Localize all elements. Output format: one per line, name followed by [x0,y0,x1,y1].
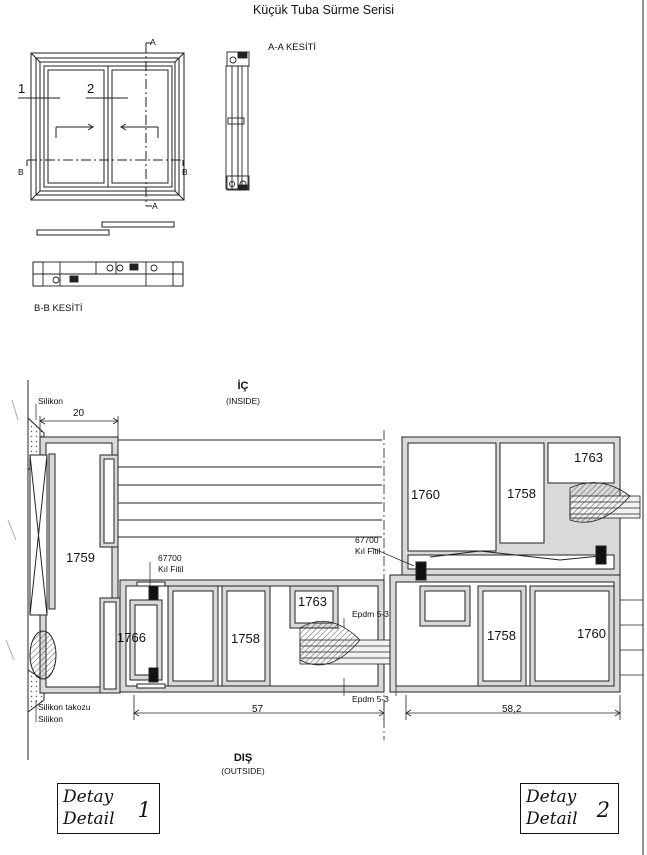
silikon-bottom-label: Silikon [38,714,64,724]
kil-fitil-right-label: Kıl Fitil [355,546,381,556]
profile-1766-label: 1766 [117,630,146,645]
leaf-2-label: 2 [87,81,95,96]
silikon-top-label: Silikon [38,396,64,406]
bb-section [32,261,184,287]
mark-b-right: B [182,167,188,177]
profile-1760-top-label: 1760 [411,487,440,502]
page-title: Küçük Tuba Sürme Serisi [252,3,395,17]
detail-1-line1: Detay [63,787,114,807]
profile-1758-right-label: 1758 [487,628,516,643]
dim-58-2-label: 58,2 [502,704,522,715]
sash-right-group [389,574,621,693]
leaf-1-label: 1 [18,81,26,96]
profile-1758-left-label: 1758 [231,631,260,646]
kil-fitil-left-code: 67700 [158,553,182,563]
epdm-top-label: Epdm 5-3 [352,609,389,619]
detail-2-line1: Detay [526,787,577,807]
mark-b-left: B [18,167,24,177]
mark-a-top: A [150,37,156,47]
detail-1-line2: Detail [63,809,115,829]
right-lines [620,599,643,676]
dim-20-label: 20 [73,408,85,419]
kil-fitil-left-label: Kıl Fitil [158,564,184,574]
dim-57 [133,695,385,720]
profile-1763-top-label: 1763 [574,450,603,465]
glass-upper [569,482,641,523]
kil-fitil-right-code: 67700 [355,535,379,545]
inside-label: İÇ [237,380,249,392]
detail-box-2: Detay Detail 2 [520,783,619,834]
outside-label: DIŞ [233,752,253,764]
profile-1763-left-label: 1763 [298,594,327,609]
leaders [35,404,415,722]
epdm-bottom-label: Epdm 5-3 [352,694,389,704]
profile-1760-right-label: 1760 [577,626,606,641]
detail-box-1: Detay Detail 1 [57,783,160,834]
sash-plan [36,221,175,236]
mark-a-bottom: A [152,201,158,211]
outside-sub: (OUTSIDE) [221,766,265,776]
detail-2-line2: Detail [526,809,578,829]
dim-57-label: 57 [252,704,264,715]
section-bb-label: B-B KESİTİ [34,303,83,314]
detail-2-number: 2 [596,798,610,822]
section-aa-label: A-A KESİTİ [268,42,317,53]
window-elevation [18,42,185,207]
silikon-takozu-label: Silikon takozu [38,702,91,712]
dim-20 [39,416,119,437]
inside-sub: (INSIDE) [226,396,260,406]
dim-58-2 [405,695,621,720]
profile-1758-top-label: 1758 [507,486,536,501]
profile-1759-label: 1759 [66,550,95,565]
track-lines [118,439,382,538]
aa-section [225,51,250,191]
detail-1-number: 1 [137,798,151,822]
profile-1759 [29,436,121,694]
